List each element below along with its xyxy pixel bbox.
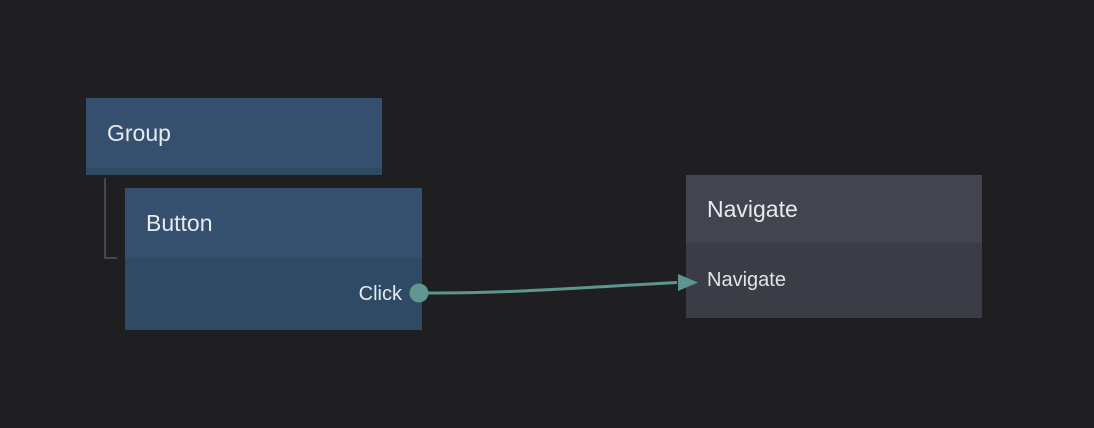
output-port-click-dot[interactable] (409, 283, 429, 303)
connection-wire[interactable] (427, 281, 678, 295)
node-navigate[interactable]: Navigate Navigate (686, 175, 982, 318)
node-navigate-input-row[interactable]: Navigate (686, 243, 982, 318)
node-button-ports-section: Click (125, 258, 422, 330)
node-button-header[interactable]: Button (125, 188, 422, 258)
node-group[interactable]: Group (86, 98, 382, 175)
node-group-title: Group (107, 119, 171, 146)
node-button[interactable]: Button Click (125, 188, 422, 330)
input-port-navigate-label: Navigate (707, 269, 786, 291)
hierarchy-connector-line (104, 178, 117, 259)
node-navigate-header[interactable]: Navigate (686, 175, 982, 243)
output-port-click-label: Click (358, 282, 402, 305)
node-navigate-title: Navigate (707, 195, 798, 222)
node-button-title: Button (146, 209, 213, 236)
